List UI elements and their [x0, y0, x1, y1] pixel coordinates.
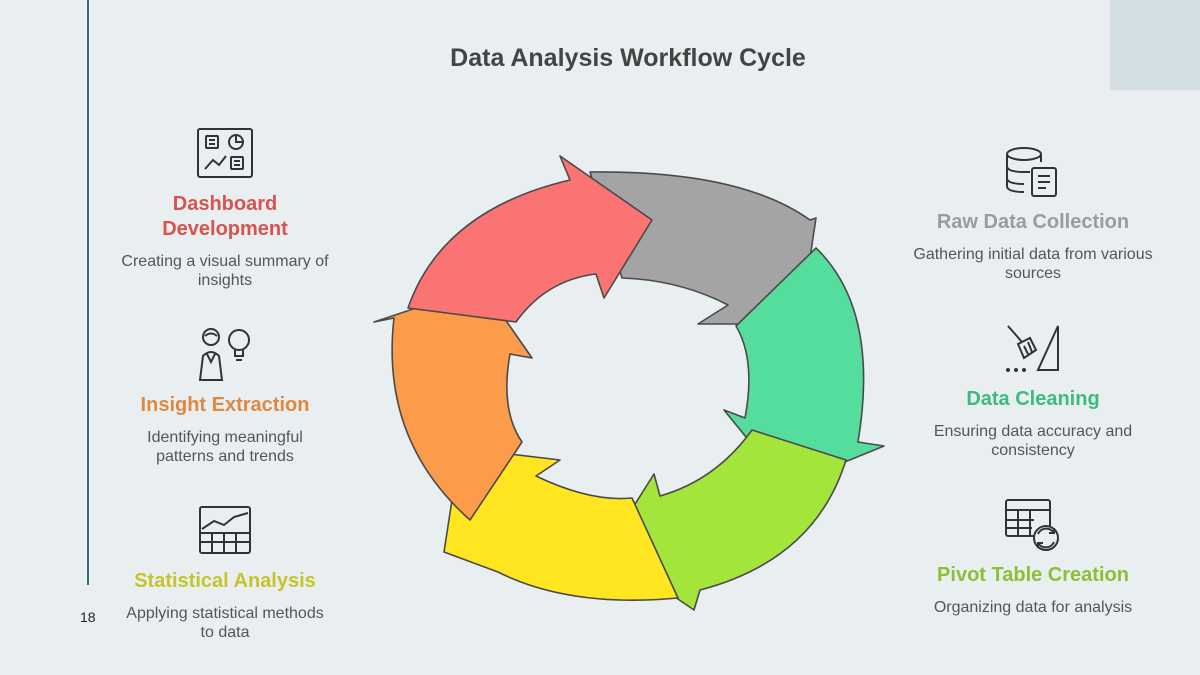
table-refresh-icon [1005, 499, 1059, 551]
workflow-cycle [373, 155, 885, 611]
step-insight-extraction: Insight Extraction Identifying meaningfu… [100, 393, 350, 466]
step-heading: Statistical Analysis [134, 570, 316, 592]
left-accent-rule [87, 0, 89, 585]
step-description: Ensuring data accuracy and consistency [933, 423, 1133, 459]
step-raw-data-collection: Raw Data Collection Gathering initial da… [908, 210, 1158, 283]
step-heading: Data Cleaning [966, 388, 1100, 410]
chart-grid-icon [199, 506, 251, 554]
step-dashboard-development: Dashboard Development Creating a visual … [100, 192, 350, 290]
diagram-title: Data Analysis Workflow Cycle [450, 44, 806, 72]
step-heading: Raw Data Collection [936, 211, 1130, 233]
step-heading: Dashboard Development [162, 193, 288, 240]
page-number: 18 [80, 609, 96, 625]
step-description: Identifying meaningful patterns and tren… [147, 429, 303, 465]
step-heading: Insight Extraction [140, 394, 310, 416]
broom-icon [1006, 325, 1059, 372]
step-description: Creating a visual summary of insights [121, 253, 329, 289]
step-data-cleaning: Data Cleaning Ensuring data accuracy and… [908, 387, 1158, 460]
database-document-icon [1006, 147, 1057, 197]
step-pivot-table-creation: Pivot Table Creation Organizing data for… [908, 563, 1158, 617]
step-statistical-analysis: Statistical Analysis Applying statistica… [100, 569, 350, 642]
cycle-arrow-dashboard-development [407, 155, 653, 323]
corner-decoration [1110, 0, 1200, 90]
step-heading: Pivot Table Creation [937, 564, 1129, 586]
person-lightbulb-icon [198, 328, 250, 381]
step-description: Gathering initial data from various sour… [913, 246, 1153, 282]
cycle-arrow-data-cleaning [723, 247, 885, 487]
dashboard-icon [197, 128, 253, 178]
step-description: Organizing data for analysis [933, 599, 1133, 616]
cycle-arrow-statistical-analysis [443, 447, 679, 601]
cycle-arrow-pivot-table-creation [605, 429, 847, 611]
step-description: Applying statistical methods to data [126, 605, 324, 641]
cycle-arrow-insight-extraction [373, 285, 533, 521]
cycle-arrow-raw-data-collection [589, 171, 817, 325]
